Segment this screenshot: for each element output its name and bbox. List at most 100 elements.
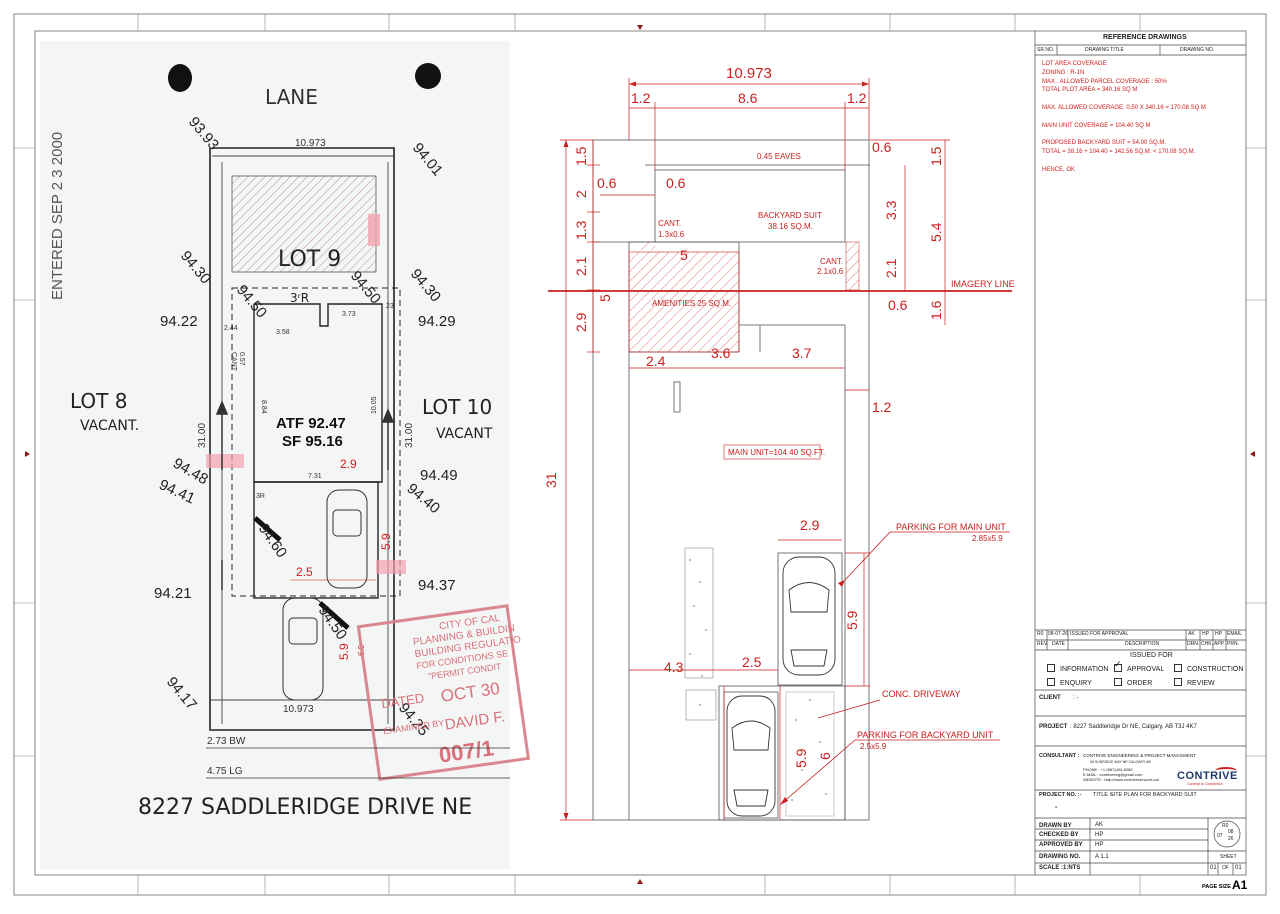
- client-value: : -: [1073, 695, 1079, 701]
- car-backyard-parking: [726, 695, 776, 817]
- plan-cant-left-size: 1.3x0.6: [658, 230, 685, 239]
- survey-red-59a: 5.9: [379, 533, 393, 550]
- issue-enquiry-label: ENQUIRY: [1060, 680, 1092, 687]
- stamp-rev: R0: [1222, 823, 1229, 829]
- coverage-notes: LOT AREA COVERAGE ZONING : R-1N MAX . AL…: [1042, 60, 1206, 174]
- survey-d358: 3.58: [276, 329, 290, 336]
- center-markers: [25, 25, 1255, 884]
- survey-red-25: 2.5: [296, 565, 313, 579]
- survey-address: 8227 SADDLERIDGE DRIVE NE: [138, 795, 472, 820]
- plan-d43: 4.3: [664, 659, 684, 675]
- survey-d244: 2.44: [224, 325, 238, 332]
- drawing-no-value: A 1.1: [1095, 854, 1109, 860]
- plan-cant-right-size: 2.1x0.6: [817, 267, 844, 276]
- plan-park-w: 2.9: [800, 517, 820, 533]
- rev-date: 08-07-26: [1048, 631, 1069, 637]
- plan-left-5: 5: [597, 294, 613, 302]
- plan-right-06b: 0.6: [888, 297, 908, 313]
- survey-lot8-sub: VACANT.: [80, 418, 139, 434]
- survey-d23: 23: [386, 303, 394, 310]
- plan-left-21: 2.1: [573, 256, 589, 276]
- client-label: CLIENT: [1039, 695, 1061, 701]
- checkbox-enquiry[interactable]: [1047, 678, 1055, 686]
- title-block: REFERENCE DRAWINGS SR.NO. DRAWING TITLE …: [1035, 31, 1246, 875]
- survey-d057: 0.57: [238, 352, 245, 366]
- elev-f: 94.29: [418, 313, 456, 330]
- survey-entered-stamp: ENTERED SEP 2 3 2000: [49, 132, 66, 300]
- survey-lot10-sub: VACANT: [436, 426, 493, 442]
- note-5: MAX. ALLOWED COVERAGE: 0.50 X 340.16 = 1…: [1042, 104, 1206, 111]
- sheet-frame: [13, 13, 1267, 896]
- survey-d3k: 3ʳR: [290, 291, 309, 305]
- issue-order-label: ORDER: [1127, 680, 1153, 687]
- title-label: TITLE :-: [1093, 792, 1113, 798]
- drawn-by-value: AK: [1095, 822, 1104, 828]
- rev-head-rev: REV.: [1037, 641, 1049, 647]
- issue-information[interactable]: INFORMATION: [1047, 664, 1108, 673]
- issue-review[interactable]: REVIEW: [1174, 678, 1215, 687]
- titleblock-grid: [1034, 31, 1246, 875]
- stamp-d2: 08: [1228, 829, 1234, 835]
- plan-sub-c: 1.2: [847, 90, 867, 106]
- sheet-label: SHEET: [1220, 854, 1237, 860]
- rev-head-date: DATE: [1052, 641, 1065, 647]
- contrive-logo: CONTRIVE Concept to Completion: [1175, 767, 1243, 787]
- plan-amenities: AMENITIES 25 SQ.M.: [652, 299, 731, 308]
- plan-backyard: BACKYARD SUIT: [758, 211, 822, 220]
- checkbox-review[interactable]: [1174, 678, 1182, 686]
- note-12: HENCE, OK: [1042, 166, 1076, 173]
- plan-left-15: 1.5: [573, 146, 589, 166]
- survey-lot8: LOT 8: [70, 389, 127, 413]
- plan-sub-b: 8.6: [738, 90, 758, 106]
- plan-backyard-area: 38.16 SQ.M.: [768, 222, 813, 231]
- survey-driveway-car: [282, 489, 368, 701]
- plan-park-h: 5.9: [844, 610, 860, 630]
- checkbox-approval-checked[interactable]: [1114, 660, 1122, 672]
- rev-head-chk: CHK.: [1201, 641, 1213, 647]
- plan-right-21: 2.1: [883, 258, 899, 278]
- issue-enquiry[interactable]: ENQUIRY: [1047, 678, 1092, 687]
- plan-park-back: PARKING FOR BACKYARD UNIT: [857, 730, 994, 740]
- consultant-label: CONSULTANT :: [1039, 753, 1080, 759]
- plan-five: 5: [680, 247, 688, 263]
- checked-by-value: HP: [1095, 832, 1104, 838]
- survey-d373: 3.73: [342, 311, 356, 318]
- car-main-parking: [782, 556, 836, 676]
- consultant-address: 46 SUNRIDGE WAY NE CALGARY AB: [1090, 760, 1151, 764]
- survey-lane-label: LANE: [265, 85, 318, 109]
- plan-right-33: 3.3: [883, 200, 899, 220]
- checkbox-order[interactable]: [1114, 678, 1122, 686]
- concrete-texture: [684, 547, 835, 817]
- consultant-email: E-MAIL : contriveeng@gmail.com: [1083, 772, 1143, 777]
- ref-col-no: DRAWING NO.: [1180, 47, 1215, 53]
- survey-width-bottom: 10.973: [283, 704, 314, 715]
- survey-side-dim-right: 31.00: [404, 423, 415, 448]
- plan-right-12: 1.2: [872, 399, 892, 415]
- plan-right-06: 0.6: [872, 139, 892, 155]
- plan-right-15: 1.5: [928, 146, 944, 166]
- plan-d59: 5.9: [793, 748, 809, 768]
- stamp-dated: DATED: [380, 690, 425, 711]
- approved-by-label: APPROVED BY: [1039, 842, 1083, 848]
- plan-park-back-size: 2.5x5.9: [860, 742, 887, 751]
- backyard-suit-outline: [654, 169, 846, 243]
- checkbox-construction[interactable]: [1174, 664, 1182, 672]
- plan-cant-left: CANT.: [658, 219, 681, 228]
- issue-construction[interactable]: CONSTRUCTION: [1174, 664, 1243, 673]
- checkbox-information[interactable]: [1047, 664, 1055, 672]
- issue-order[interactable]: ORDER: [1114, 678, 1152, 687]
- project-no-value: -: [1055, 804, 1058, 811]
- note-10: TOTAL = 38.16 + 104.40 = 142.56 SQ.M. < …: [1042, 148, 1196, 155]
- note-1: ZONING : R-1N: [1042, 69, 1085, 76]
- plan-eaves: 0.45 EAVES: [757, 152, 801, 161]
- elev-l: 94.37: [418, 577, 456, 594]
- note-6: [1042, 113, 1206, 122]
- amenities-hatch: [628, 251, 740, 353]
- drawn-by-label: DRAWN BY: [1039, 823, 1072, 829]
- issue-approval[interactable]: APPROVAL: [1114, 660, 1164, 673]
- project-no-label: PROJECT NO. :-: [1039, 792, 1082, 798]
- rev-desc: ISSUED FOR APPROVAL: [1070, 631, 1129, 637]
- consultant-phone: PHONE : +1 (587)434-5060: [1083, 767, 1133, 772]
- elev-e: 94.22: [160, 313, 198, 330]
- plan-park-main: PARKING FOR MAIN UNIT: [896, 522, 1006, 532]
